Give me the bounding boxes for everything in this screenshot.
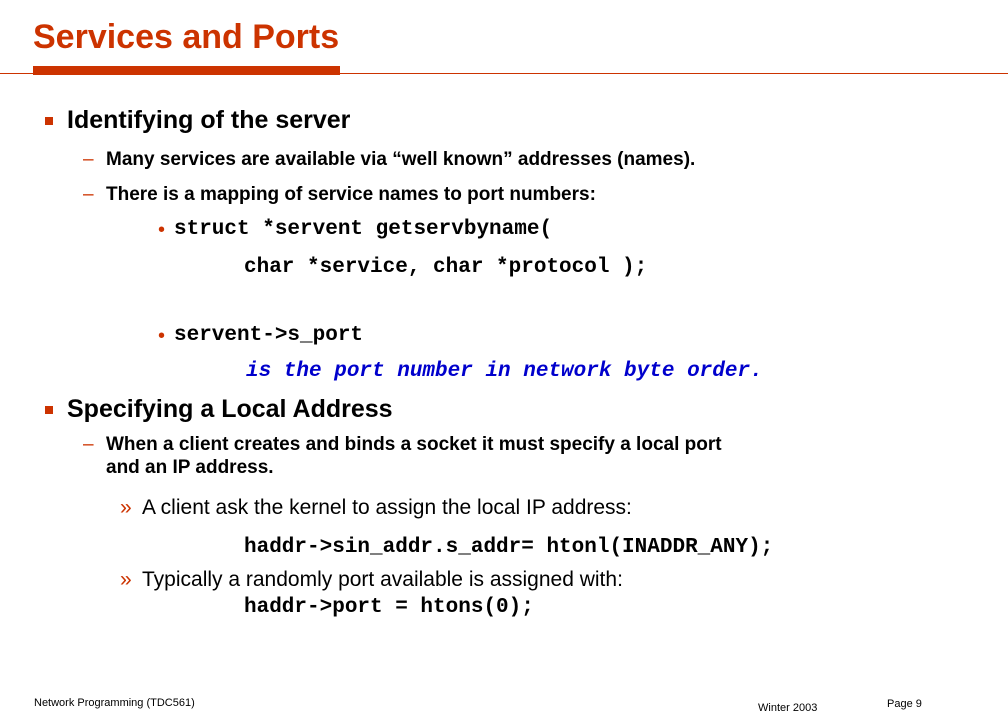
dot-bullet-icon: • <box>158 219 166 241</box>
raquo-bullet-icon: » <box>120 568 132 591</box>
code-getservbyname-args: char *service, char *protocol ); <box>244 256 648 279</box>
code-htons: haddr->port = htons(0); <box>244 596 534 619</box>
item-client-binds-line2: and an IP address. <box>106 457 274 478</box>
item-well-known: Many services are available via “well kn… <box>106 149 696 170</box>
item-mapping: There is a mapping of service names to p… <box>106 184 596 205</box>
footer-page-number: Page 9 <box>887 698 922 710</box>
code-inaddr-any: haddr->sin_addr.s_addr= htonl(INADDR_ANY… <box>244 536 774 559</box>
footer-course: Network Programming (TDC561) <box>34 697 195 709</box>
section-heading-local-address: Specifying a Local Address <box>67 395 393 423</box>
footer-term: Winter 2003 <box>758 702 818 714</box>
dot-bullet-icon: • <box>158 325 166 347</box>
slide-title: Services and Ports <box>33 18 340 56</box>
title-accent-bar <box>33 66 340 75</box>
square-bullet-icon <box>45 117 53 125</box>
code-s-port: servent->s_port <box>174 324 364 347</box>
dash-bullet-icon: – <box>83 149 94 170</box>
raquo-bullet-icon: » <box>120 496 132 519</box>
item-client-binds-line1: When a client creates and binds a socket… <box>106 434 722 455</box>
sub-item-random-port: Typically a randomly port available is a… <box>142 568 623 591</box>
dash-bullet-icon: – <box>83 434 94 455</box>
title-rule <box>0 73 1008 74</box>
square-bullet-icon <box>45 406 53 414</box>
section-heading-identifying: Identifying of the server <box>67 106 351 134</box>
code-getservbyname: struct *servent getservbyname( <box>174 218 553 241</box>
sub-item-kernel-assign: A client ask the kernel to assign the lo… <box>142 496 632 519</box>
dash-bullet-icon: – <box>83 184 94 205</box>
note-network-byte-order: is the port number in network byte order… <box>246 360 763 383</box>
